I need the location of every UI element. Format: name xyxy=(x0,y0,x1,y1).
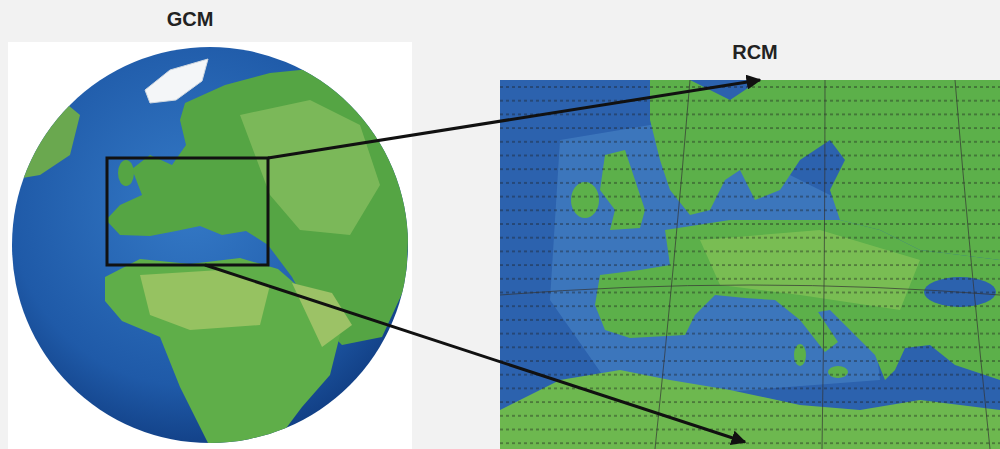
map-panel: RCM xyxy=(500,80,1000,449)
panel-heading: GCM xyxy=(0,7,390,31)
greenland-ice xyxy=(145,59,208,103)
map-panel: GCM xyxy=(10,45,410,445)
america-land xyxy=(10,90,80,180)
zoom-arrow xyxy=(205,265,745,442)
globe-land xyxy=(10,59,410,447)
parallel xyxy=(500,285,1000,295)
sahara xyxy=(140,270,270,330)
globe xyxy=(10,47,410,447)
meridian xyxy=(822,80,825,449)
regional-map xyxy=(500,80,1000,449)
map-ocean xyxy=(500,80,1000,449)
uk-land xyxy=(118,160,134,186)
arabia-land xyxy=(292,283,352,347)
globe-ground xyxy=(8,42,412,449)
zoom-arrow xyxy=(268,80,760,158)
eurasia-highland xyxy=(240,100,380,235)
panel-heading: RCM xyxy=(505,40,1000,64)
eurasia-land xyxy=(106,67,410,345)
meridian xyxy=(655,80,690,449)
grid-dots xyxy=(500,80,1000,449)
region-box xyxy=(107,158,268,265)
meridian xyxy=(955,80,990,449)
